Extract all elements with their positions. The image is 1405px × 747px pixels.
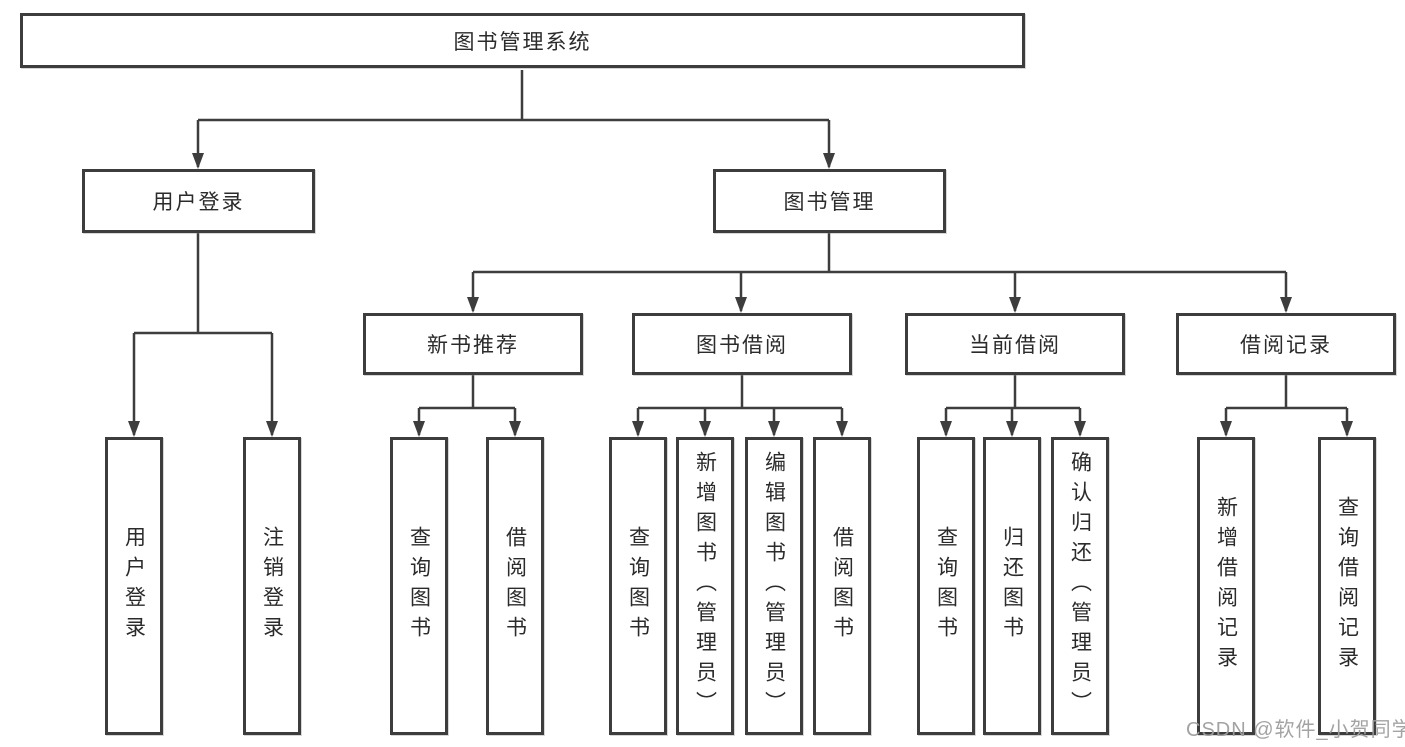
node-label: 编辑图书（管理员） bbox=[762, 451, 786, 721]
node-label: 确认归还（管理员） bbox=[1068, 451, 1092, 721]
node-label: 当前借阅 bbox=[969, 334, 1061, 357]
node-borrowing-records: 借阅记录 bbox=[1176, 313, 1396, 375]
node-label: 图书借阅 bbox=[696, 334, 788, 357]
node-label: 归还图书 bbox=[1000, 526, 1024, 646]
leaf-add-books-admin: 新增图书（管理员） bbox=[676, 437, 734, 735]
leaf-borrow-books: 借阅图书 bbox=[813, 437, 871, 735]
leaf-logout: 注销登录 bbox=[243, 437, 301, 735]
node-current-borrowing: 当前借阅 bbox=[905, 313, 1125, 375]
node-label: 图书管理 bbox=[783, 191, 876, 214]
node-label: 注销登录 bbox=[260, 526, 284, 646]
node-new-book-recommend: 新书推荐 bbox=[363, 313, 583, 375]
node-label: 查询图书 bbox=[934, 526, 958, 646]
leaf-return-books: 归还图书 bbox=[983, 437, 1041, 735]
csdn-watermark: CSDN @软件_小贺同学 bbox=[1186, 719, 1405, 741]
leaf-query-books-recommend: 查询图书 bbox=[390, 437, 448, 735]
node-label: 图书管理系统 bbox=[453, 30, 592, 54]
node-label: 新增借阅记录 bbox=[1214, 496, 1238, 676]
node-label: 用户登录 bbox=[122, 526, 146, 646]
node-label: 查询图书 bbox=[626, 526, 650, 646]
leaf-borrow-books-recommend: 借阅图书 bbox=[486, 437, 544, 735]
node-label: 借阅记录 bbox=[1240, 334, 1332, 357]
node-book-management: 图书管理 bbox=[713, 169, 946, 233]
node-library-management-system: 图书管理系统 bbox=[20, 13, 1025, 68]
leaf-edit-books-admin: 编辑图书（管理员） bbox=[745, 437, 803, 735]
node-label: 新书推荐 bbox=[427, 334, 519, 357]
node-label: 查询借阅记录 bbox=[1335, 496, 1359, 676]
node-user-login: 用户登录 bbox=[82, 169, 315, 233]
leaf-query-borrow-record: 查询借阅记录 bbox=[1318, 437, 1376, 735]
node-label: 查询图书 bbox=[407, 526, 431, 646]
leaf-user-login: 用户登录 bbox=[105, 437, 163, 735]
leaf-add-borrow-record: 新增借阅记录 bbox=[1197, 437, 1255, 735]
leaf-confirm-return-admin: 确认归还（管理员） bbox=[1051, 437, 1109, 735]
node-book-borrowing: 图书借阅 bbox=[632, 313, 852, 375]
node-label: 借阅图书 bbox=[830, 526, 854, 646]
leaf-query-books-current: 查询图书 bbox=[917, 437, 975, 735]
node-label: 用户登录 bbox=[152, 191, 245, 214]
node-label: 新增图书（管理员） bbox=[693, 451, 717, 721]
node-label: 借阅图书 bbox=[503, 526, 527, 646]
leaf-query-books-borrowing: 查询图书 bbox=[609, 437, 667, 735]
